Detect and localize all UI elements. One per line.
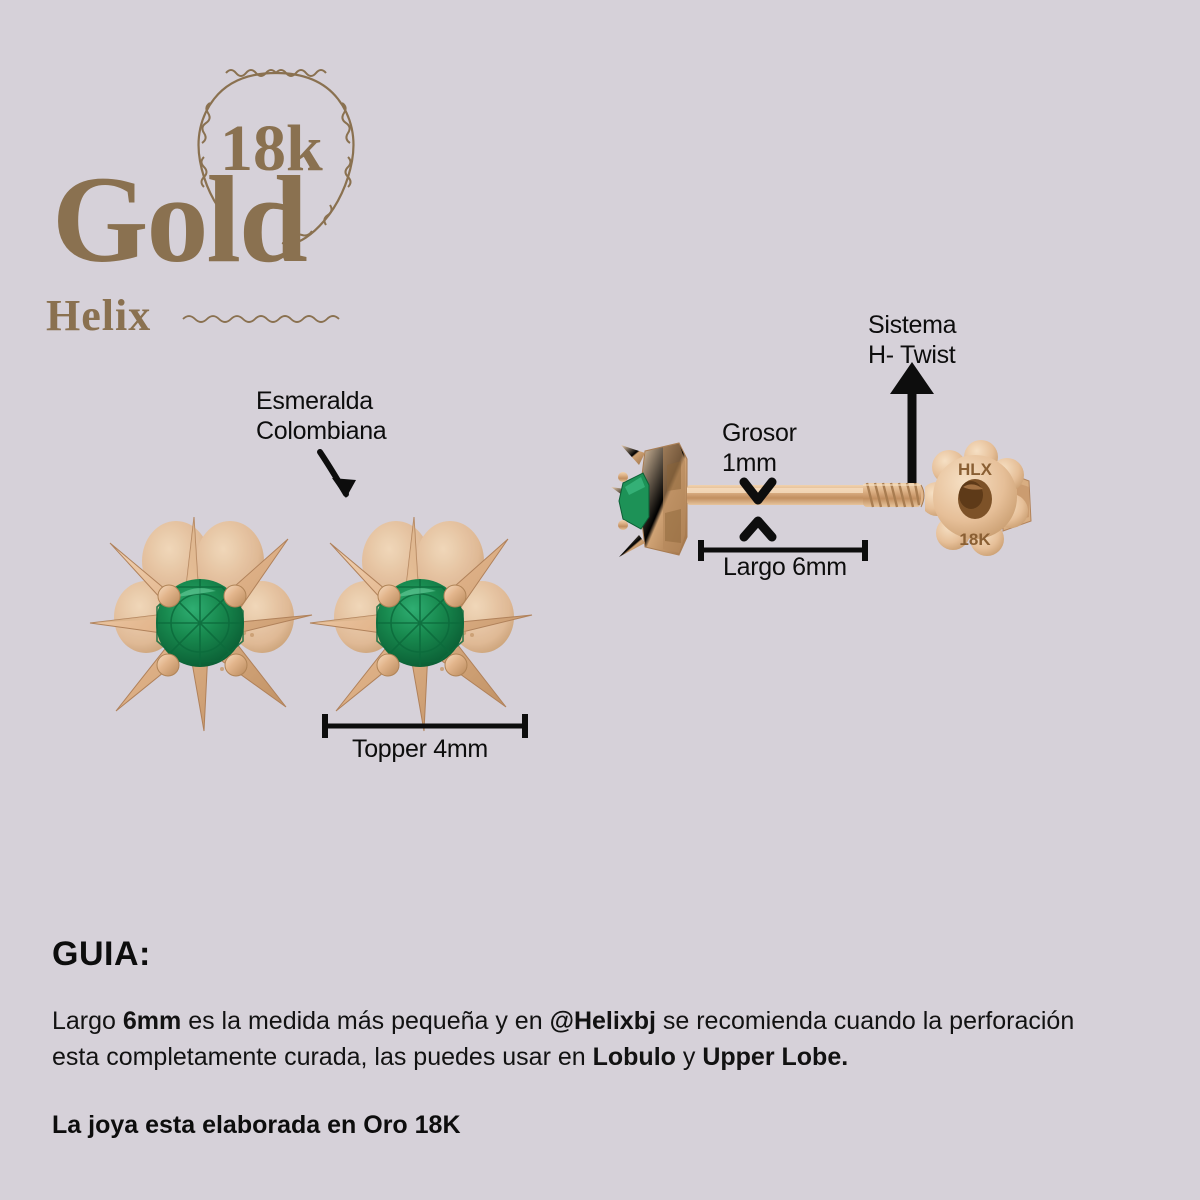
post-threads xyxy=(863,482,925,508)
post-head xyxy=(611,442,688,557)
guide-section: GUIA: Largo 6mm es la medida más pequeña… xyxy=(52,935,1152,1140)
guide-paragraph: Largo 6mm es la medida más pequeña y en … xyxy=(52,1007,1075,1071)
prongs-2 xyxy=(376,584,468,677)
annotation-grosor: Grosor 1mm xyxy=(722,419,797,477)
logo-helix-text: Helix xyxy=(46,291,152,340)
earring-post-side-view xyxy=(611,442,925,557)
logo-wavy-underline xyxy=(182,315,340,323)
earring-stud-left xyxy=(89,516,313,732)
annotation-sistema: Sistema H- Twist xyxy=(868,311,957,369)
scalloped-badge-outline xyxy=(197,69,355,247)
arrow-esmeralda xyxy=(317,449,356,498)
prongs xyxy=(156,584,248,677)
h-twist-backing: HLX 18K xyxy=(925,440,1032,556)
stamp-18k: 18K xyxy=(959,530,991,549)
label-topper-4mm: Topper 4mm xyxy=(352,735,488,763)
label-largo-6mm: Largo 6mm xyxy=(723,553,847,581)
guide-note: La joya esta elaborada en Oro 18K xyxy=(52,1111,461,1139)
earring-stud-right xyxy=(309,516,533,732)
guide-title: GUIA: xyxy=(52,935,151,973)
logo-gold-text: Gold xyxy=(52,151,308,288)
logo-18k-text: 18k xyxy=(220,112,323,185)
brand-logo: 18k Gold Helix xyxy=(34,58,394,338)
annotation-esmeralda: Esmeralda Colombiana xyxy=(256,387,387,445)
stamp-hlx: HLX xyxy=(958,460,993,479)
